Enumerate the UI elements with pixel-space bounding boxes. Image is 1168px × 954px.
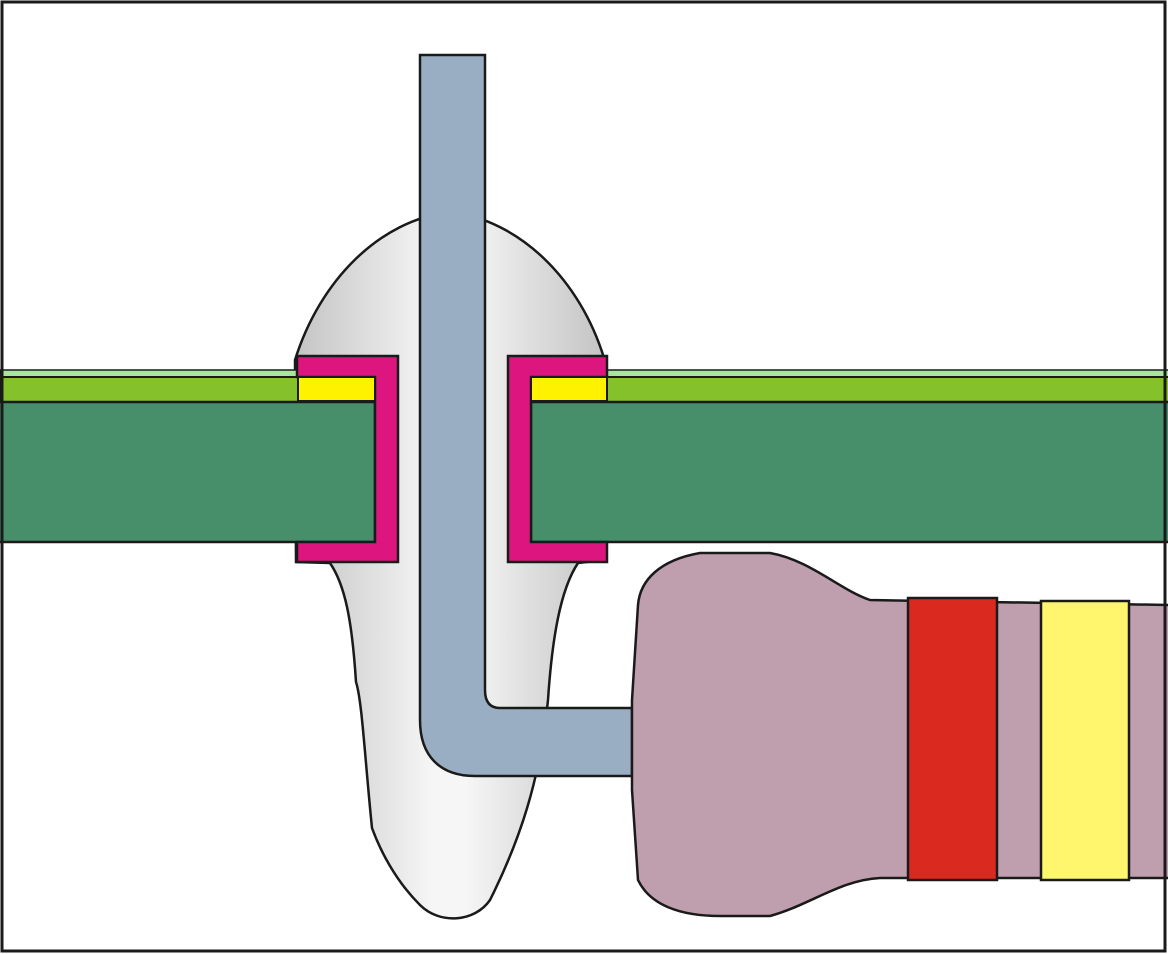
resistor-band-yellow	[1039, 599, 1131, 882]
board-substrate-right	[529, 400, 1168, 544]
copper-layer-right	[606, 376, 1168, 403]
resistor-band-red	[906, 596, 999, 882]
copper-layer-left	[0, 376, 299, 403]
pad-right	[530, 376, 608, 402]
resistor-body	[630, 551, 1168, 918]
pad-left	[297, 376, 376, 402]
board-substrate-left	[0, 400, 377, 544]
